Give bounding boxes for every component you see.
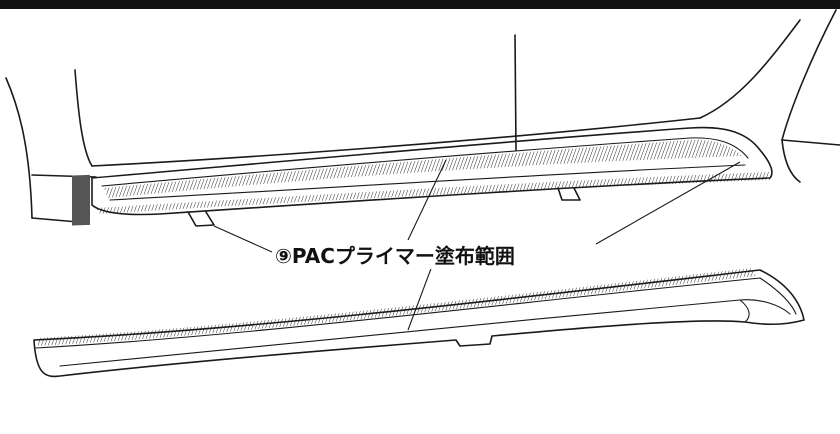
side-skirt-outline [91,126,773,216]
leader-line-top [407,159,447,241]
door-bottom-line [91,117,701,167]
primer-area-hatch-lower [96,172,770,214]
part-primer-hatch [38,268,756,346]
front-fender-line [699,19,801,119]
rear-wheel-arch [5,77,33,219]
part-recess [739,299,750,323]
side-skirt-inner-top [101,137,749,187]
rear-lower-edge [31,217,79,223]
primer-area-hatch-upper [104,139,742,198]
part-inner-top [35,277,797,349]
part-outline [33,269,805,378]
front-wheel-arch [781,9,837,141]
masking-tape [72,174,90,226]
side-skirt-inner-bottom [109,164,746,201]
body-rocker-right-lower [781,139,801,183]
leader-line-right [595,161,741,245]
body-rocker-right [781,139,840,146]
top-border-bar [0,0,840,9]
part-inner-bottom [59,299,791,367]
side-skirt-part-view [33,268,805,378]
vehicle-body-view [5,9,840,227]
callout-leaders [213,159,741,331]
primer-area-callout-label: ⑨PACプライマー塗布範囲 [272,240,518,269]
leader-line-bottom [407,265,433,331]
mounting-tab-left [187,211,215,227]
door-seam [514,34,517,151]
rear-quarter-edge [74,69,93,167]
leader-line-left [213,225,273,253]
mounting-tab-right [557,187,581,201]
